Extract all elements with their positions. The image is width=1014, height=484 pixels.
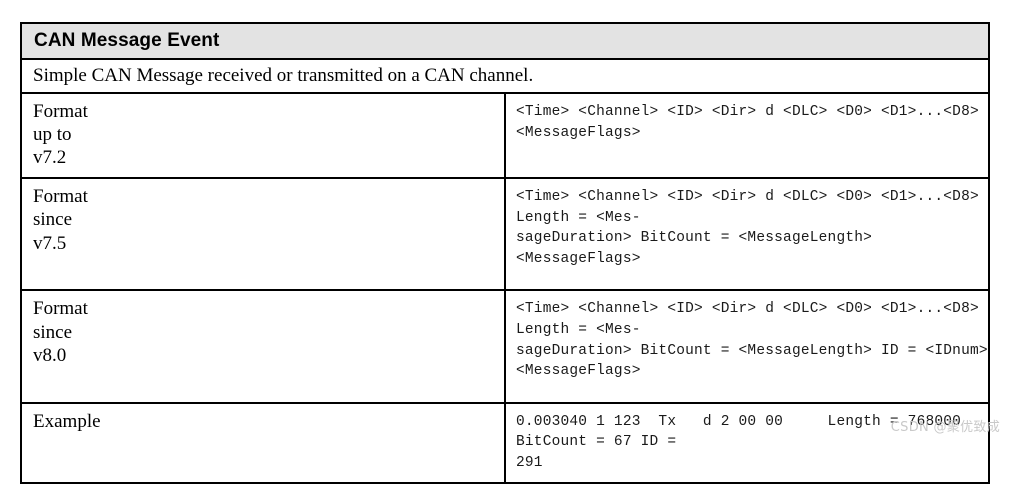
- row-label-format-since-v80: Format since v8.0: [20, 289, 506, 404]
- table-row: Example 0.003040 1 123 Tx d 2 00 00 Leng…: [20, 401, 990, 484]
- row-code-format-up-to-v72: <Time> <Channel> <ID> <Dir> d <DLC> <D0>…: [504, 91, 990, 180]
- row-code-format-since-v80: <Time> <Channel> <ID> <Dir> d <DLC> <D0>…: [504, 289, 990, 404]
- table-title: CAN Message Event: [20, 22, 990, 60]
- row-code-example: 0.003040 1 123 Tx d 2 00 00 Length = 768…: [504, 401, 990, 484]
- table-row-title: CAN Message Event: [20, 22, 990, 60]
- can-message-event-table: CAN Message Event Simple CAN Message rec…: [20, 22, 990, 484]
- table-row-description: Simple CAN Message received or transmitt…: [20, 58, 990, 94]
- table-row: Format since v8.0 <Time> <Channel> <ID> …: [20, 289, 990, 404]
- row-code-format-since-v75: <Time> <Channel> <ID> <Dir> d <DLC> <D0>…: [504, 177, 990, 292]
- table-row: Format since v7.5 <Time> <Channel> <ID> …: [20, 177, 990, 292]
- row-label-format-up-to-v72: Format up to v7.2: [20, 91, 506, 180]
- table-description: Simple CAN Message received or transmitt…: [20, 58, 990, 94]
- watermark-text: CSDN @聚优致成: [890, 420, 1000, 435]
- row-label-format-since-v75: Format since v7.5: [20, 177, 506, 292]
- row-label-example: Example: [20, 401, 506, 484]
- table-row: Format up to v7.2 <Time> <Channel> <ID> …: [20, 91, 990, 180]
